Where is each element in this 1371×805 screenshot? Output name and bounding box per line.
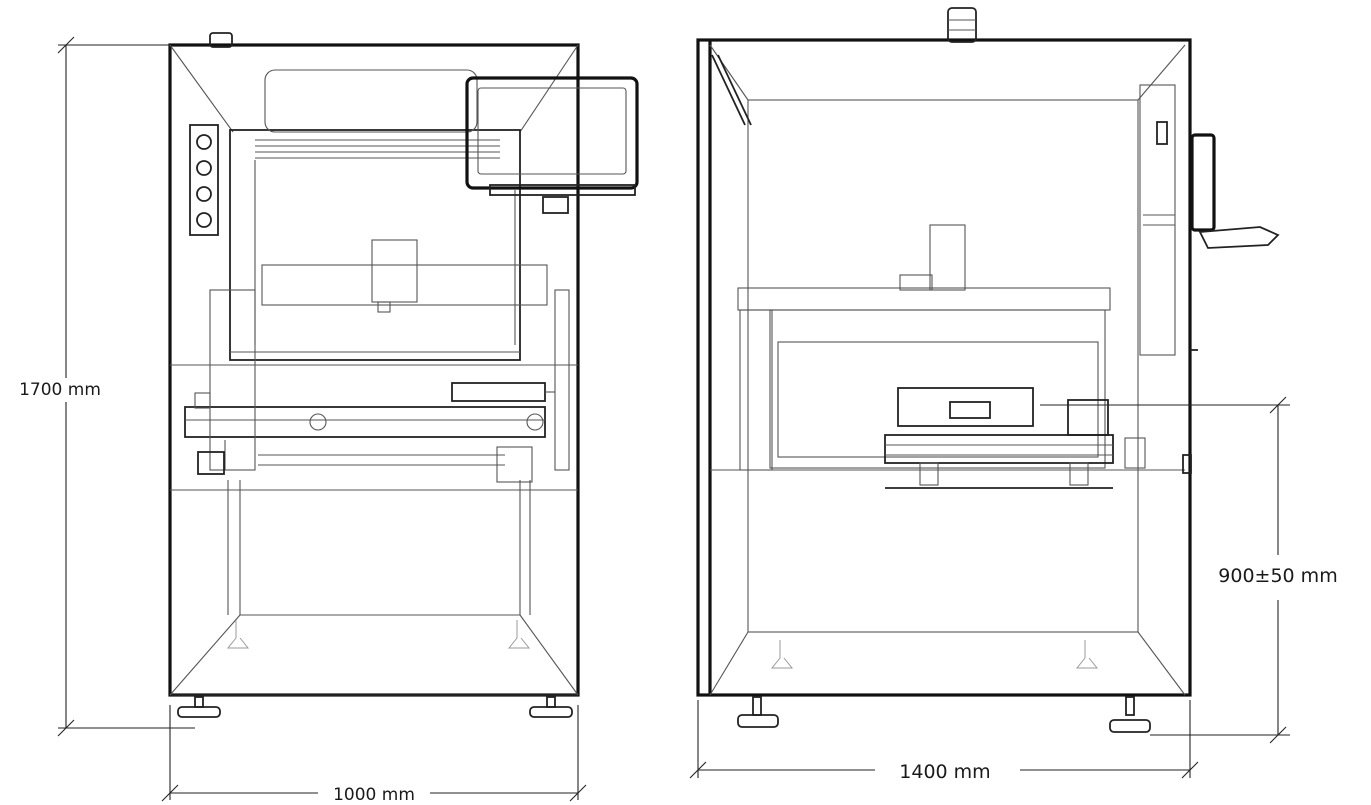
- work-height-dimension: 900±50 mm: [1040, 396, 1338, 744]
- foot-icon: [177, 706, 221, 718]
- side-view: [696, 7, 1280, 733]
- button-icon: [196, 186, 212, 202]
- keyboard-tray: [1198, 226, 1280, 249]
- depth-dimension: 1400 mm: [689, 700, 1199, 783]
- front-view: [168, 32, 639, 718]
- work-height-label: 900±50 mm: [1218, 565, 1337, 587]
- monitor-side-icon: [1190, 133, 1216, 232]
- button-panel: [189, 124, 219, 236]
- foot-icon: [1109, 719, 1151, 733]
- height-label: 1700 mm: [19, 380, 101, 400]
- front-width-dimension: 1000 mm: [161, 705, 587, 805]
- monitor-mount: [542, 196, 569, 214]
- monitor-screen: [465, 76, 639, 190]
- button-icon: [196, 160, 212, 176]
- motor-icon: [197, 451, 225, 475]
- beacon-light-icon: [947, 7, 977, 43]
- button-icon: [196, 134, 212, 150]
- side-cabinet-outline: [696, 38, 1192, 697]
- foot-icon: [737, 714, 779, 728]
- front-window: [229, 129, 521, 361]
- button-icon: [196, 212, 212, 228]
- carriage: [897, 387, 1034, 427]
- height-dimension: 1700 mm: [19, 36, 195, 737]
- beacon-light-icon: [209, 32, 233, 48]
- foot-icon: [529, 706, 573, 718]
- conveyor: [184, 406, 546, 438]
- front-cabinet-outline: [168, 43, 580, 697]
- depth-label: 1400 mm: [899, 761, 990, 783]
- front-width-label: 1000 mm: [333, 785, 415, 805]
- conveyor: [884, 434, 1114, 464]
